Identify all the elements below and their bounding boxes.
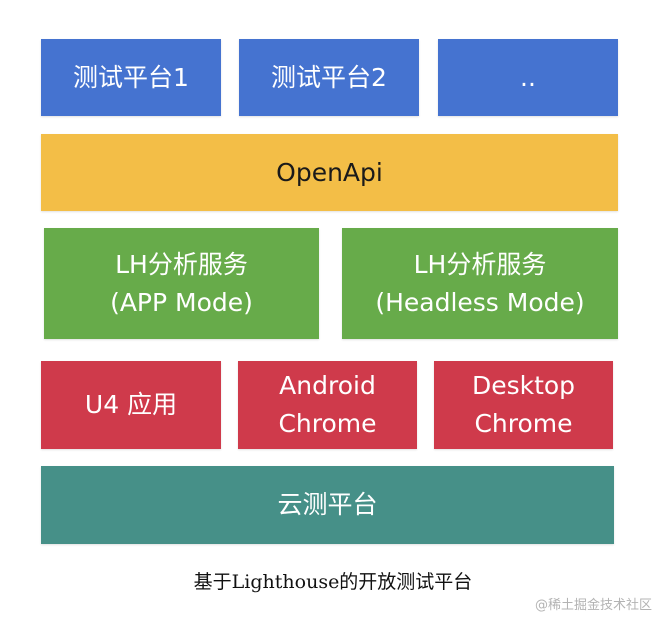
cloud-test-platform-label: 云测平台 (277, 490, 378, 519)
lh-service-headless-mode: (Headless Mode) (375, 287, 585, 317)
desktop-chrome-line2: Chrome (474, 409, 573, 438)
android-chrome-line2: Chrome (278, 409, 377, 438)
lh-service-headless-mode-block: LH分析服务 (Headless Mode) (342, 228, 618, 339)
u4-app-block: U4 应用 (41, 361, 221, 449)
watermark: @稀土掘金技术社区 (534, 598, 652, 613)
openapi-label: OpenApi (276, 157, 383, 187)
test-platform-more-block: .. (438, 39, 618, 116)
android-chrome-block: Android Chrome (238, 361, 417, 449)
lh-service-app-mode-block: LH分析服务 (APP Mode) (44, 228, 319, 339)
desktop-chrome-line1: Desktop (471, 371, 576, 400)
lh-service-headless-title: LH分析服务 (413, 249, 547, 279)
test-platform-1-label: 测试平台1 (73, 62, 189, 92)
lh-service-app-mode: (APP Mode) (110, 287, 253, 317)
openapi-layer: OpenApi (41, 134, 618, 211)
test-platform-more-label: .. (520, 62, 536, 92)
desktop-chrome-block: Desktop Chrome (434, 361, 613, 449)
test-platform-1-block: 测试平台1 (41, 39, 221, 116)
diagram-caption: 基于Lighthouse的开放测试平台 (193, 571, 473, 593)
cloud-test-platform-layer: 云测平台 (41, 466, 614, 544)
u4-app-label: U4 应用 (84, 390, 178, 419)
test-platform-2-block: 测试平台2 (239, 39, 419, 116)
test-platform-2-label: 测试平台2 (271, 62, 387, 92)
lh-service-app-title: LH分析服务 (115, 249, 248, 279)
android-chrome-line1: Android (279, 371, 376, 400)
